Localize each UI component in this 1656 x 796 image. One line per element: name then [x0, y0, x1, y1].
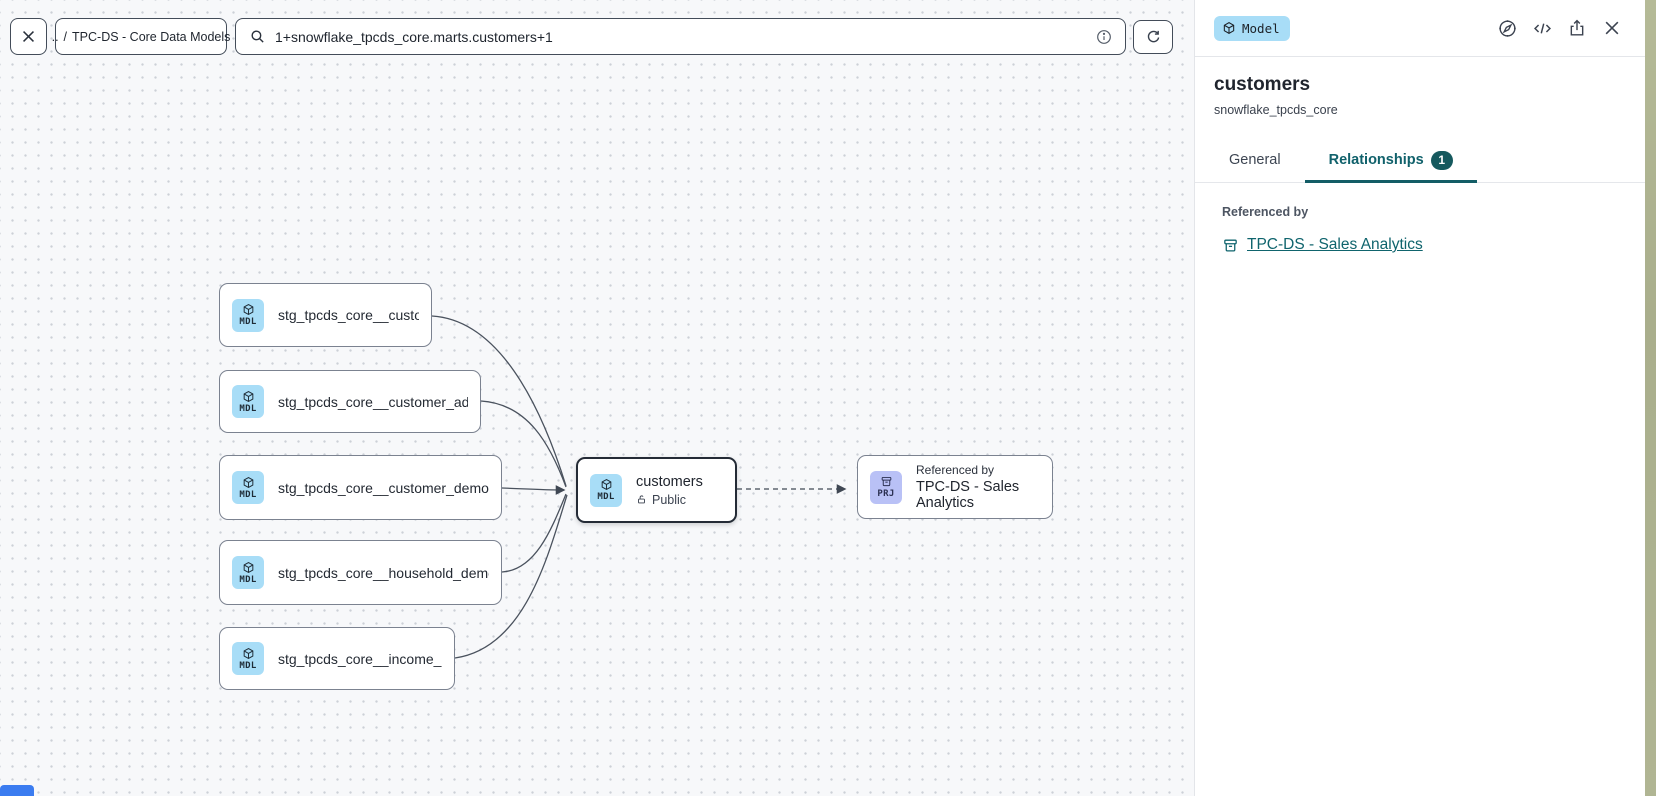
node-label: stg_tpcds_core__income_band — [278, 650, 442, 667]
info-icon[interactable] — [1095, 28, 1113, 46]
canvas-corner-control[interactable] — [0, 785, 34, 796]
cube-icon — [1223, 22, 1235, 34]
type-chip-label: MDL — [239, 660, 257, 671]
tab-relationships-label: Relationships — [1328, 152, 1424, 168]
type-chip-label: PRJ — [877, 489, 895, 499]
resource-type-badge: Model — [1214, 15, 1290, 41]
model-type-chip: MDL — [232, 471, 264, 504]
page-title: customers — [1214, 74, 1311, 95]
project-type-chip: PRJ — [870, 470, 902, 504]
relationships-count-badge: 1 — [1430, 150, 1453, 170]
compass-icon — [1498, 19, 1516, 37]
node-stg-tpcds-core-customer[interactable]: MDL stg_tpcds_core__customer — [219, 283, 432, 347]
cube-icon — [243, 647, 253, 659]
model-type-chip: MDL — [232, 298, 264, 332]
type-chip-label: MDL — [597, 492, 615, 502]
lineage-edge — [501, 493, 567, 573]
referenced-by-heading: Referenced by — [1222, 205, 1309, 219]
node-stg-tpcds-core-customer-address[interactable]: MDL stg_tpcds_core__customer_address — [219, 370, 481, 433]
code-icon — [1533, 23, 1551, 33]
type-chip-label: MDL — [239, 574, 257, 585]
search-input[interactable] — [275, 28, 1086, 45]
model-type-chip: MDL — [232, 385, 264, 418]
cube-icon — [243, 561, 253, 573]
node-stg-tpcds-core-income-band[interactable]: MDL stg_tpcds_core__income_band — [219, 627, 455, 690]
node-label: stg_tpcds_core__customer_address — [278, 393, 468, 410]
cube-icon — [243, 303, 253, 316]
breadcrumb-back[interactable]: .. — [51, 29, 59, 44]
breadcrumb-current: TPC-DS - Core Data Models — [72, 29, 231, 44]
search-icon — [251, 30, 264, 43]
tab-general-label: General — [1229, 152, 1281, 168]
model-type-chip: MDL — [232, 556, 264, 589]
tab-general[interactable]: General — [1229, 138, 1281, 182]
unlock-icon — [638, 495, 645, 504]
cube-icon — [243, 390, 253, 402]
explore-lineage-button[interactable] — [1496, 17, 1518, 39]
cube-icon — [243, 476, 253, 488]
view-code-button[interactable] — [1531, 17, 1553, 39]
close-lineage-button[interactable] — [10, 18, 47, 55]
detail-panel-header: Model — [1195, 0, 1645, 57]
model-type-chip: MDL — [590, 473, 622, 507]
resource-type-label: Model — [1242, 20, 1280, 36]
node-label: TPC-DS - Sales Analytics — [916, 479, 1020, 511]
lineage-search-bar[interactable] — [235, 18, 1126, 55]
refresh-icon — [1147, 30, 1159, 42]
lineage-edge — [480, 400, 567, 488]
archive-box-icon — [881, 476, 891, 487]
type-chip-label: MDL — [239, 403, 257, 414]
active-tab-underline — [1304, 180, 1477, 183]
node-label: stg_tpcds_core__household_demogr… — [278, 564, 489, 581]
schema-subtitle: snowflake_tpcds_core — [1214, 103, 1338, 117]
close-panel-button[interactable] — [1601, 17, 1623, 39]
lineage-canvas[interactable]: MDL stg_tpcds_core__customer MDL stg_tpc… — [0, 0, 1194, 796]
tab-relationships[interactable]: Relationships 1 — [1304, 138, 1477, 183]
detail-panel: Model customers snowflake_tpcds_core — [1194, 0, 1645, 796]
desktop-wallpaper-strip — [1645, 0, 1656, 796]
model-type-chip: MDL — [232, 642, 264, 675]
node-visibility-label: Public — [652, 492, 687, 507]
detail-tabs: General Relationships 1 — [1195, 138, 1645, 183]
type-chip-label: MDL — [239, 317, 257, 327]
node-label: stg_tpcds_core__customer — [278, 307, 419, 323]
node-stg-tpcds-core-household-demographics[interactable]: MDL stg_tpcds_core__household_demogr… — [219, 540, 502, 605]
breadcrumb[interactable]: .. / TPC-DS - Core Data Models — [51, 18, 231, 55]
type-chip-label: MDL — [239, 489, 257, 500]
node-referenced-project[interactable]: PRJ Referenced by TPC-DS - Sales Analyti… — [857, 455, 1053, 519]
node-kicker: Referenced by — [916, 463, 995, 477]
share-icon — [1570, 19, 1584, 36]
node-stg-tpcds-core-customer-demographics[interactable]: MDL stg_tpcds_core__customer_demogra… — [219, 455, 502, 520]
lineage-edge — [454, 494, 568, 659]
referenced-by-section: Referenced by TPC-DS - Sales Analytics — [1195, 183, 1645, 254]
close-icon — [23, 31, 34, 42]
breadcrumb-separator: / — [63, 29, 68, 44]
refresh-lineage-button[interactable] — [1133, 20, 1173, 54]
lineage-edge — [431, 315, 567, 487]
cube-icon — [601, 478, 611, 491]
close-icon — [1605, 21, 1619, 35]
node-label: customers — [636, 473, 703, 490]
lineage-edge — [501, 485, 566, 495]
share-button[interactable] — [1566, 17, 1588, 39]
node-label: stg_tpcds_core__customer_demogra… — [278, 479, 489, 496]
referenced-project-link[interactable]: TPC-DS - Sales Analytics — [1247, 236, 1423, 253]
archive-box-icon — [1224, 239, 1237, 252]
lineage-edges — [431, 315, 847, 659]
node-customers-selected[interactable]: MDL customers Public — [576, 457, 737, 523]
